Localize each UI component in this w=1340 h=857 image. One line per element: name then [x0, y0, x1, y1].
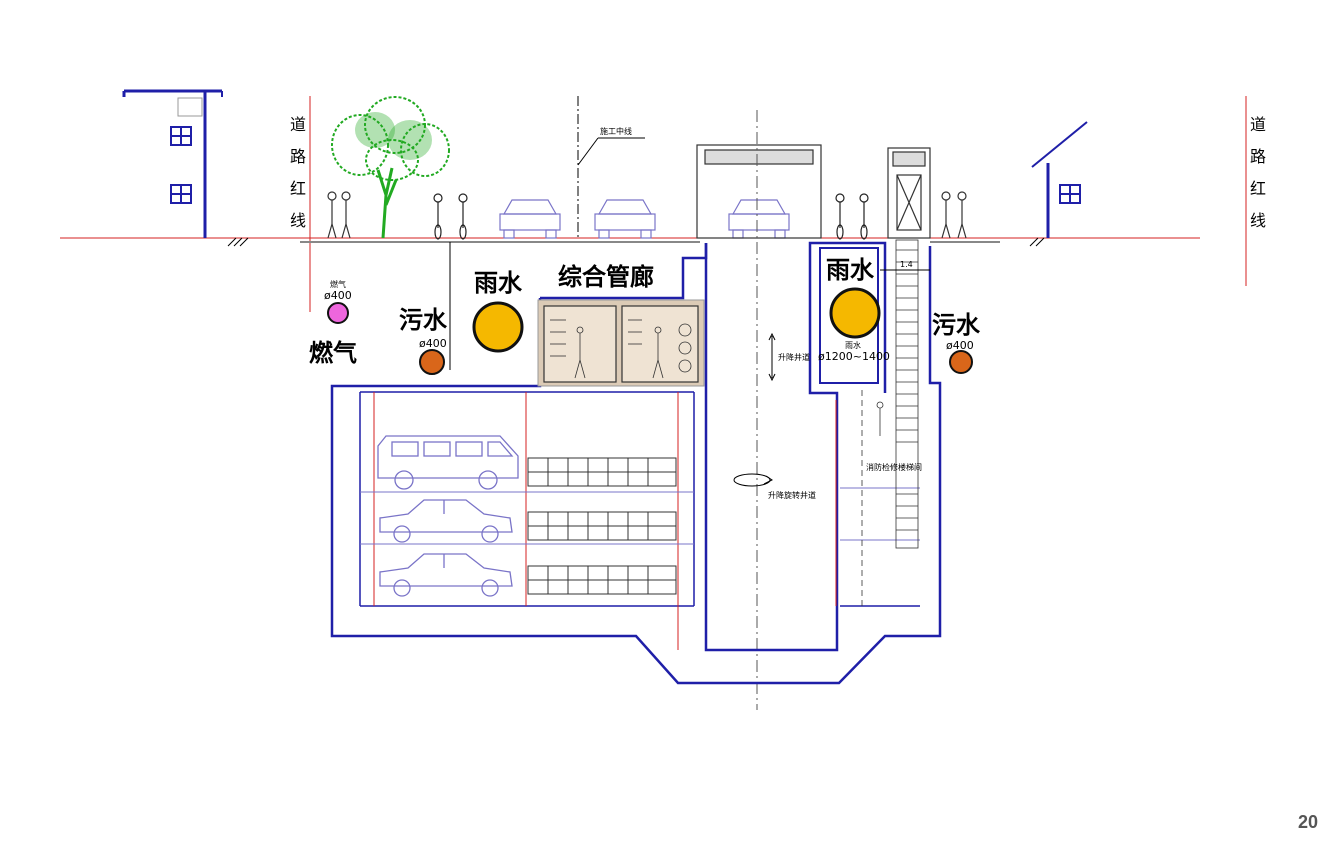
road-car-3 [728, 199, 790, 239]
pedestrian-group-left [327, 191, 351, 239]
right-building [1029, 121, 1088, 247]
left-road-red-line-text: 道 路 红 线 [290, 115, 306, 230]
road-red-line-char: 道 [290, 115, 306, 134]
gas-label: 燃气 [309, 339, 357, 367]
sewage-left-label: 污水 [399, 306, 448, 334]
underground-structure-outline [330, 241, 942, 685]
parked-van [377, 435, 519, 490]
parked-car-1 [379, 499, 513, 543]
parking-rack-2 [527, 511, 677, 541]
page-number: 20 [1298, 812, 1318, 832]
fire-stair [861, 239, 919, 606]
lift-rotating-shaft-label: 升降旋转井道 [768, 490, 816, 500]
utility-tunnel-label: 综合管廊 [558, 263, 654, 291]
right-road-red-line-text: 道 路 红 线 [1250, 115, 1266, 230]
road-red-line-char: 红 [1250, 179, 1266, 198]
parking-rack-1 [527, 457, 677, 487]
utility-tunnel [537, 299, 705, 387]
rain-right-size-label: ø1200~1400 [818, 350, 890, 363]
gas-size-label: ø400 [324, 289, 352, 302]
cyclists-right [835, 193, 869, 240]
shaft-tower [696, 110, 822, 710]
rain-right-label: 雨水 [826, 256, 875, 284]
stair-tower [887, 147, 931, 239]
rain-pipe-left [472, 301, 524, 353]
left-building [122, 89, 249, 247]
lift-shaft-label: 升降井道 [778, 352, 810, 362]
rain-right-small-label: 雨水 [845, 340, 861, 350]
road-red-line-char: 路 [290, 147, 306, 166]
road-car-1 [499, 199, 561, 239]
road-car-2 [594, 199, 656, 239]
cyclists-left [433, 193, 468, 240]
rain-pipe-right [829, 287, 881, 339]
centerline-leader [577, 137, 599, 166]
sewage-right-label: 污水 [932, 311, 981, 339]
parking-floor-lines [360, 487, 920, 545]
road-red-line-char: 线 [1250, 211, 1266, 230]
rotate-arrow [733, 473, 773, 487]
pedestrian-group-right [941, 191, 967, 239]
fire-stair-label: 消防检修楼梯间 [866, 462, 922, 472]
sewage-pipe-right [949, 350, 973, 374]
parking-rack-3 [527, 565, 677, 595]
width-dimension-label: 1.4 [900, 260, 913, 269]
road-red-line-char: 红 [290, 179, 306, 198]
road-red-line-char: 路 [1250, 147, 1266, 166]
sewage-pipe-left [419, 349, 445, 375]
road-red-line-char: 道 [1250, 115, 1266, 134]
construction-centerline-label: 施工中线 [600, 126, 632, 136]
rain-left-label: 雨水 [474, 269, 523, 297]
road-red-line-char: 线 [290, 211, 306, 230]
lift-arrow [768, 332, 776, 382]
sewage-right-size-label: ø400 [946, 339, 974, 352]
gas-pipe [327, 302, 349, 324]
parking-red-lines [373, 392, 837, 650]
sewage-left-size-label: ø400 [419, 337, 447, 350]
parked-car-2 [379, 553, 513, 597]
gas-small-label: 燃气 [330, 279, 346, 289]
tree [331, 96, 450, 239]
